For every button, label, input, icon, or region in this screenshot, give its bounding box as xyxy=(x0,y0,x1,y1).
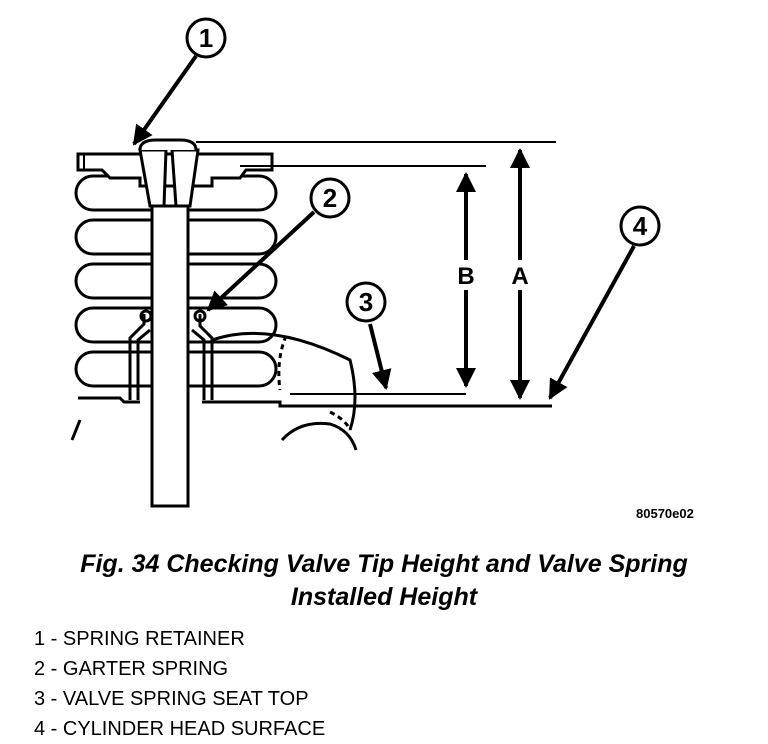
leader-arrow-3 xyxy=(368,323,392,390)
svg-text:2: 2 xyxy=(323,183,337,213)
dimension-a-label: A xyxy=(511,263,528,290)
svg-text:1: 1 xyxy=(199,23,213,53)
valve-stem xyxy=(138,138,198,508)
valve-diagram: B A 1 2 3 4 xyxy=(70,17,661,508)
figure-code: 80570e02 xyxy=(636,506,694,521)
caption-line-1: Fig. 34 Checking Valve Tip Height and Va… xyxy=(80,550,688,578)
callout-3: 3 xyxy=(345,281,387,323)
legend-item: 2 - GARTER SPRING xyxy=(34,658,229,680)
caption-line-2: Installed Height xyxy=(290,583,478,611)
svg-text:4: 4 xyxy=(633,211,648,241)
svg-text:3: 3 xyxy=(359,287,373,317)
cylinder-head xyxy=(70,331,552,451)
leader-arrow-1 xyxy=(132,54,198,146)
callout-4: 4 xyxy=(619,205,661,247)
callout-2: 2 xyxy=(309,177,351,219)
valve-keepers xyxy=(138,148,200,208)
valve-stem-seal xyxy=(128,309,214,400)
leader-arrow-4 xyxy=(548,245,636,400)
leader-arrows xyxy=(132,54,636,400)
figure-caption: Fig. 34 Checking Valve Tip Height and Va… xyxy=(0,548,768,614)
callout-1: 1 xyxy=(185,17,227,59)
legend-item: 1 - SPRING RETAINER xyxy=(34,628,245,650)
legend-list: 1 - SPRING RETAINER 2 - GARTER SPRING 3 … xyxy=(34,624,325,744)
legend-item: 3 - VALVE SPRING SEAT TOP xyxy=(34,688,309,710)
legend-item: 4 - CYLINDER HEAD SURFACE xyxy=(34,718,326,740)
reference-lines xyxy=(196,141,556,395)
leader-arrow-2 xyxy=(206,210,316,312)
dimension-b-label: B xyxy=(457,263,474,290)
